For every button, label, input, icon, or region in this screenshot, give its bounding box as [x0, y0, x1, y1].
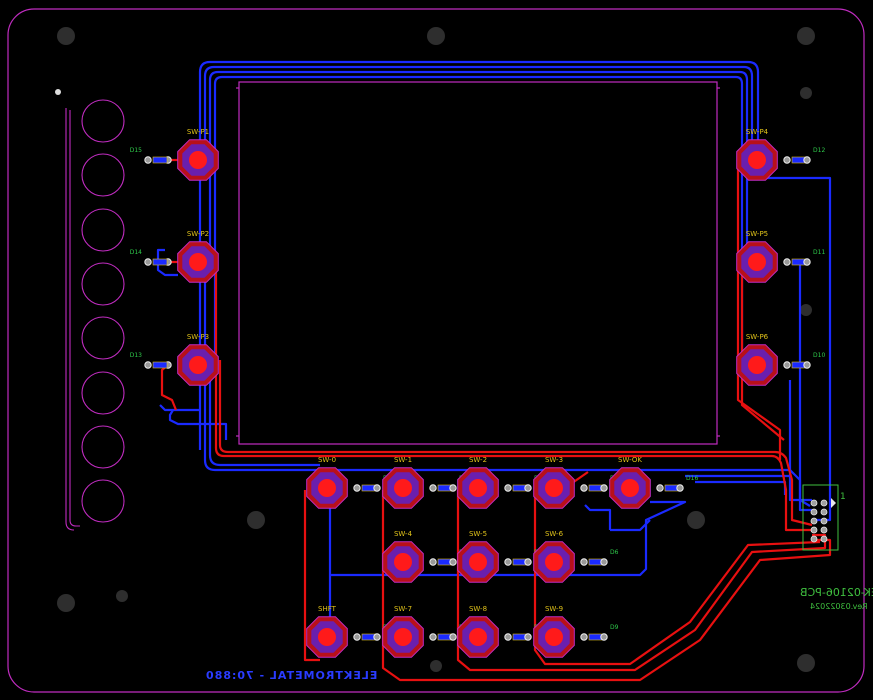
connector-pin1-label: 1: [840, 492, 846, 502]
diode-d15: D15: [130, 147, 172, 164]
switch-sw-8: SW-8: [457, 605, 499, 658]
diode-d12: D12: [783, 147, 825, 164]
diode-label: D16: [686, 475, 698, 482]
pcb-name-label: EK-02106-PCB: [800, 586, 873, 599]
switch-label: SW-8: [469, 605, 487, 613]
switch-sw-p1: SW-P1: [177, 128, 219, 181]
switch-label: SW-3: [545, 456, 563, 464]
switch-sw-p3: SW-P3: [177, 333, 219, 386]
switch-label: SW-1: [394, 456, 412, 464]
switch-sw-7: SW-7: [382, 605, 424, 658]
connector-j1: 1: [802, 484, 846, 551]
diode-label: D11: [813, 249, 825, 256]
diode-d14: D14: [130, 249, 172, 266]
switch-sw-ok: SW-OK: [609, 456, 651, 509]
switch-label: SW-6: [545, 530, 564, 538]
switch-label: SW-9: [545, 605, 563, 613]
switch-sw-p2: SW-P2: [177, 230, 219, 283]
switch-label: SW-P2: [187, 230, 209, 238]
switch-sw-0: SW-0: [306, 456, 348, 509]
switch-label: SW-P1: [187, 128, 209, 136]
switch-label: SW-2: [469, 456, 487, 464]
switch-label: SW-0: [318, 456, 336, 464]
revision-label: Rev.03022024: [810, 602, 868, 611]
switch-sw-6: SW-6: [533, 530, 575, 583]
switch-shft: SHFT: [306, 605, 348, 658]
mounting-holes: [57, 27, 815, 672]
diode-label: D9: [610, 624, 619, 631]
diode-label: D14: [130, 249, 142, 256]
side-slot-outline: [65, 99, 125, 531]
switch-label: SW-P4: [746, 128, 769, 136]
switch-sw-4: SW-4: [382, 530, 424, 583]
switch-sw-p5: SW-P5: [736, 230, 778, 283]
diode-d16: D16: [656, 475, 698, 492]
switch-label: SHFT: [318, 605, 337, 613]
diode-label: D15: [130, 147, 142, 154]
switch-label: SW-7: [394, 605, 412, 613]
diode-label: D13: [130, 352, 142, 359]
switch-label: SW-4: [394, 530, 413, 538]
switch-sw-3: SW-3: [533, 456, 575, 509]
fiducial-dot: [55, 89, 61, 95]
diode-d13: D13: [130, 352, 172, 369]
diode-label: D6: [610, 549, 619, 556]
switch-label: SW-OK: [618, 456, 642, 464]
brand-label: ELEKTROMETAL - 70:880: [205, 669, 377, 682]
top-copper-traces: [160, 158, 832, 682]
switch-label: SW-5: [469, 530, 487, 538]
diode-label: D10: [813, 352, 825, 359]
switch-label: SW-P3: [187, 333, 209, 341]
diode-d11: D11: [783, 249, 825, 266]
switch-sw-1: SW-1: [382, 456, 424, 509]
switch-sw-5: SW-5: [457, 530, 499, 583]
diode-d6: D6: [580, 549, 619, 566]
switch-label: SW-P5: [746, 230, 768, 238]
lcd-outline: [236, 81, 720, 445]
diode-d9: D9: [580, 624, 619, 641]
diode-d10: D10: [783, 352, 825, 369]
switch-sw-p4: SW-P4: [736, 128, 778, 181]
switch-sw-p6: SW-P6: [736, 333, 778, 386]
switch-sw-2: SW-2: [457, 456, 499, 509]
diode-label: D12: [813, 147, 825, 154]
switch-sw-9: SW-9: [533, 605, 575, 658]
switch-label: SW-P6: [746, 333, 769, 341]
board-outline: [7, 8, 865, 693]
